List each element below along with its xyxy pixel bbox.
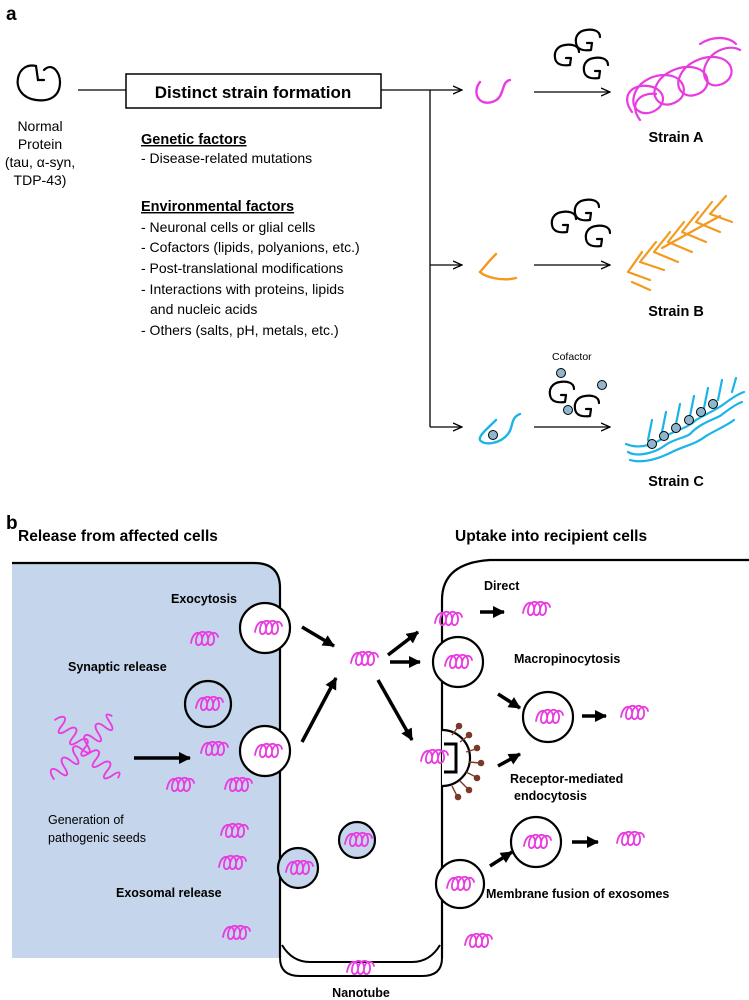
nanotube-outer	[279, 957, 443, 977]
fusion-released-seed	[616, 830, 645, 846]
bound-cofactor-c	[488, 430, 498, 440]
strain-c-label: Strain C	[648, 474, 704, 490]
svg-text:pathogenic seeds: pathogenic seeds	[48, 831, 146, 845]
affected-cell-membrane	[12, 561, 282, 958]
strain-formation-box	[125, 73, 382, 109]
svg-text:Receptor-mediated: Receptor-mediated	[510, 772, 623, 786]
box-title: Distinct strain formation	[155, 83, 351, 102]
extracellular-seed	[350, 650, 379, 666]
svg-text:- Neuronal cells or glial cell: - Neuronal cells or glial cells	[141, 219, 315, 235]
exocytosis-label: Exocytosis	[171, 592, 237, 606]
normal-protein-icon	[16, 64, 62, 102]
environmental-heading: Environmental factors	[141, 199, 294, 215]
uptake-title: Uptake into recipient cells	[455, 528, 647, 545]
synaptic-vesicle	[183, 679, 233, 729]
panel-b-label: b	[6, 513, 18, 534]
svg-text:Normal: Normal	[17, 118, 62, 134]
fusion-arrow-1	[489, 850, 513, 868]
svg-text:endocytosis: endocytosis	[514, 789, 587, 803]
svg-text:- Post-translational modificat: - Post-translational modifications	[141, 260, 343, 276]
exocytosis-vesicle-2	[238, 724, 292, 778]
fibril-strain-b	[626, 194, 734, 292]
misfolded-monomer-c	[478, 412, 522, 445]
synaptic-release-label: Synaptic release	[68, 660, 167, 674]
exosomal-release-label: Exosomal release	[116, 886, 222, 900]
svg-text:Generation of: Generation of	[48, 813, 124, 827]
svg-text:- Interactions with proteins,: - Interactions with proteins, lipids	[141, 281, 344, 297]
fusion-exosome-outer	[434, 858, 486, 910]
macropinosome	[521, 690, 575, 744]
monomers-a	[553, 28, 610, 80]
receptor-arrow	[497, 752, 521, 768]
macropinocytosis-vesicle	[431, 635, 485, 689]
macro-arrow-1	[497, 692, 521, 710]
svg-text:TDP-43): TDP-43)	[14, 172, 67, 188]
svg-text:- Others (salts, pH, metals, e: - Others (salts, pH, metals, etc.)	[141, 322, 339, 338]
strain-a-label: Strain A	[648, 130, 704, 146]
direct-label: Direct	[484, 579, 520, 593]
fibril-strain-a	[626, 36, 742, 122]
receptor-pit	[420, 722, 485, 801]
receptor-label: Receptor-mediated endocytosis	[510, 772, 623, 803]
genetic-item: - Disease-related mutations	[141, 150, 312, 166]
recipient-cell-membrane	[440, 558, 749, 958]
monomers-b	[550, 198, 612, 248]
monomers-c	[548, 368, 607, 418]
svg-text:and nucleic acids: and nucleic acids	[150, 301, 257, 317]
genetic-heading: Genetic factors	[141, 132, 247, 148]
nanotube-label: Nanotube	[332, 986, 390, 1000]
panel-a-label: a	[6, 4, 17, 25]
extracellular-exosome	[337, 820, 377, 860]
pathogenic-seed-cluster	[49, 713, 121, 781]
misfolded-monomer-b	[478, 252, 518, 281]
generation-label: Generation of pathogenic seeds	[48, 813, 146, 845]
direct-seed-membrane	[434, 610, 463, 626]
extracellular-seed-bottom	[464, 932, 493, 948]
svg-text:- Cofactors (lipids, polyanion: - Cofactors (lipids, polyanions, etc.)	[141, 239, 360, 255]
strain-b-label: Strain B	[648, 304, 704, 320]
svg-text:(tau, α-syn,: (tau, α-syn,	[5, 154, 75, 170]
normal-protein-label: Normal Protein (tau, α-syn, TDP-43)	[5, 118, 75, 188]
macropinocytosis-label: Macropinocytosis	[514, 652, 620, 666]
fusion-endosome	[509, 815, 563, 869]
environmental-list: - Neuronal cells or glial cells - Cofact…	[141, 219, 360, 338]
exosomal-vesicle	[276, 846, 320, 890]
release-arrows	[300, 625, 421, 743]
direct-seed	[522, 600, 551, 616]
exocytosis-vesicle	[238, 601, 292, 655]
nanotube-inner	[281, 944, 441, 963]
release-title: Release from affected cells	[18, 528, 218, 545]
misfolded-monomer-a	[475, 78, 512, 104]
macro-released-seed	[620, 704, 649, 720]
cofactor-label: Cofactor	[552, 351, 592, 363]
svg-text:Protein: Protein	[18, 136, 62, 152]
affected-cell-body	[12, 563, 280, 958]
membrane-fusion-label: Membrane fusion of exosomes	[486, 887, 669, 901]
